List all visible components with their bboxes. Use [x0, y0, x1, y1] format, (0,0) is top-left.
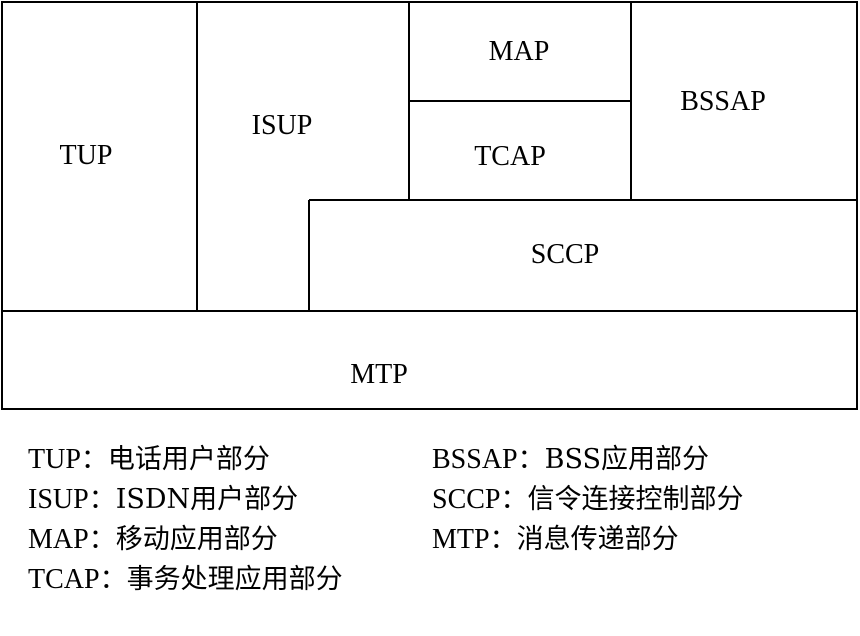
legend-item: TCAP：事务处理应用部分	[28, 560, 343, 600]
legend-separator: ：	[88, 484, 116, 515]
diagram-frame	[1, 1, 858, 410]
legend-item: MTP：消息传递部分	[432, 520, 744, 560]
legend-desc: 信令连接控制部分	[527, 484, 744, 515]
block-label-bssap: BSSAP	[680, 86, 766, 117]
legend-separator: ：	[500, 484, 528, 515]
legend-abbr: BSSAP	[432, 444, 518, 475]
protocol-stack-diagram: TUP ISUP MAP TCAP BSSAP SCCP MTP	[1, 1, 858, 410]
block-label-tup: TUP	[60, 140, 113, 171]
legend-item: BSSAP：BSS应用部分	[432, 440, 744, 480]
legend-item: TUP：电话用户部分	[28, 440, 343, 480]
legend-desc: ISDN用户部分	[115, 484, 299, 515]
legend-separator: ：	[99, 564, 127, 595]
legend-separator: ：	[80, 444, 108, 475]
legend-separator: ：	[489, 524, 517, 555]
block-label-mtp: MTP	[350, 359, 408, 390]
block-label-tcap: TCAP	[474, 141, 546, 172]
legend-abbr: MAP	[28, 524, 89, 555]
legend-desc: 事务处理应用部分	[126, 564, 343, 595]
legend-desc: 电话用户部分	[107, 444, 270, 475]
legend-column-left: TUP：电话用户部分 ISUP：ISDN用户部分 MAP：移动应用部分 TCAP…	[28, 440, 343, 600]
legend-abbr: SCCP	[432, 484, 501, 515]
legend-column-right: BSSAP：BSS应用部分 SCCP：信令连接控制部分 MTP：消息传递部分	[432, 440, 744, 560]
block-label-isup: ISUP	[252, 110, 313, 141]
legend-desc: 消息传递部分	[516, 524, 679, 555]
legend-abbr: TCAP	[28, 564, 100, 595]
legend-abbr: ISUP	[28, 484, 89, 515]
legend-desc: 移动应用部分	[115, 524, 278, 555]
legend-separator: ：	[517, 444, 545, 475]
legend-abbr: MTP	[432, 524, 490, 555]
legend-separator: ：	[88, 524, 116, 555]
legend-item: MAP：移动应用部分	[28, 520, 343, 560]
legend-item: ISUP：ISDN用户部分	[28, 480, 343, 520]
legend-item: SCCP：信令连接控制部分	[432, 480, 744, 520]
block-label-sccp: SCCP	[531, 239, 600, 270]
legend-abbr: TUP	[28, 444, 81, 475]
legend-desc: BSS应用部分	[544, 444, 709, 475]
block-label-map: MAP	[489, 36, 550, 67]
